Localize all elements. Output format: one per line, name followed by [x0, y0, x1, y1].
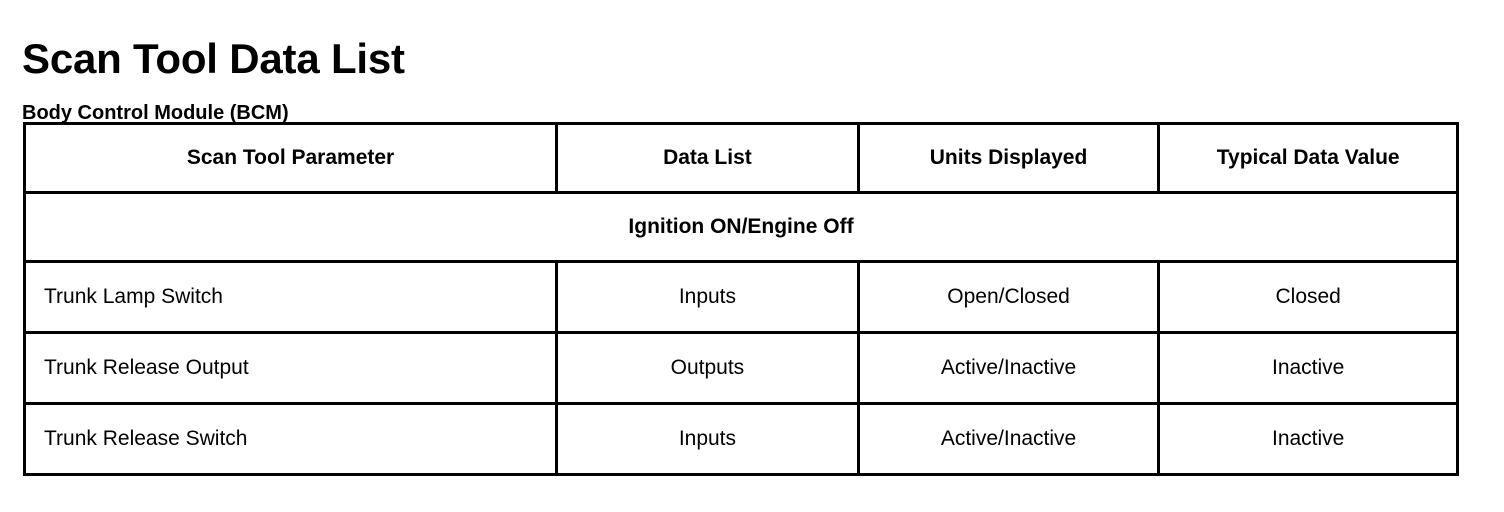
column-header-typical-data-value: Typical Data Value — [1157, 122, 1459, 194]
table-header-row: Scan Tool Parameter Data List Units Disp… — [22, 122, 1459, 194]
cell-units: Active/Inactive — [856, 402, 1161, 476]
table-row: Trunk Release Output Outputs Active/Inac… — [22, 331, 1459, 405]
column-header-units-displayed: Units Displayed — [856, 122, 1161, 194]
table-row: Trunk Lamp Switch Inputs Open/Closed Clo… — [22, 260, 1459, 334]
cell-parameter: Trunk Release Output — [22, 331, 559, 405]
module-subtitle: Body Control Module (BCM) — [22, 101, 289, 124]
table-row: Trunk Release Switch Inputs Active/Inact… — [22, 402, 1459, 476]
cell-data-list: Inputs — [555, 260, 860, 334]
cell-typical-value: Inactive — [1157, 331, 1459, 405]
column-header-data-list: Data List — [555, 122, 860, 194]
cell-typical-value: Closed — [1157, 260, 1459, 334]
column-header-scan-tool-parameter: Scan Tool Parameter — [22, 122, 559, 194]
cell-data-list: Inputs — [555, 402, 860, 476]
scan-tool-data-table-container: Scan Tool Parameter Data List Units Disp… — [22, 122, 1459, 476]
scan-tool-data-table: Scan Tool Parameter Data List Units Disp… — [22, 122, 1459, 476]
section-header-ignition-on-engine-off: Ignition ON/Engine Off — [23, 191, 1459, 263]
cell-units: Open/Closed — [856, 260, 1161, 334]
page-title: Scan Tool Data List — [22, 35, 405, 83]
cell-parameter: Trunk Lamp Switch — [22, 260, 559, 334]
cell-typical-value: Inactive — [1157, 402, 1459, 476]
cell-parameter: Trunk Release Switch — [22, 402, 559, 476]
cell-data-list: Outputs — [555, 331, 860, 405]
table-section-row: Ignition ON/Engine Off — [23, 191, 1459, 263]
cell-units: Active/Inactive — [856, 331, 1161, 405]
